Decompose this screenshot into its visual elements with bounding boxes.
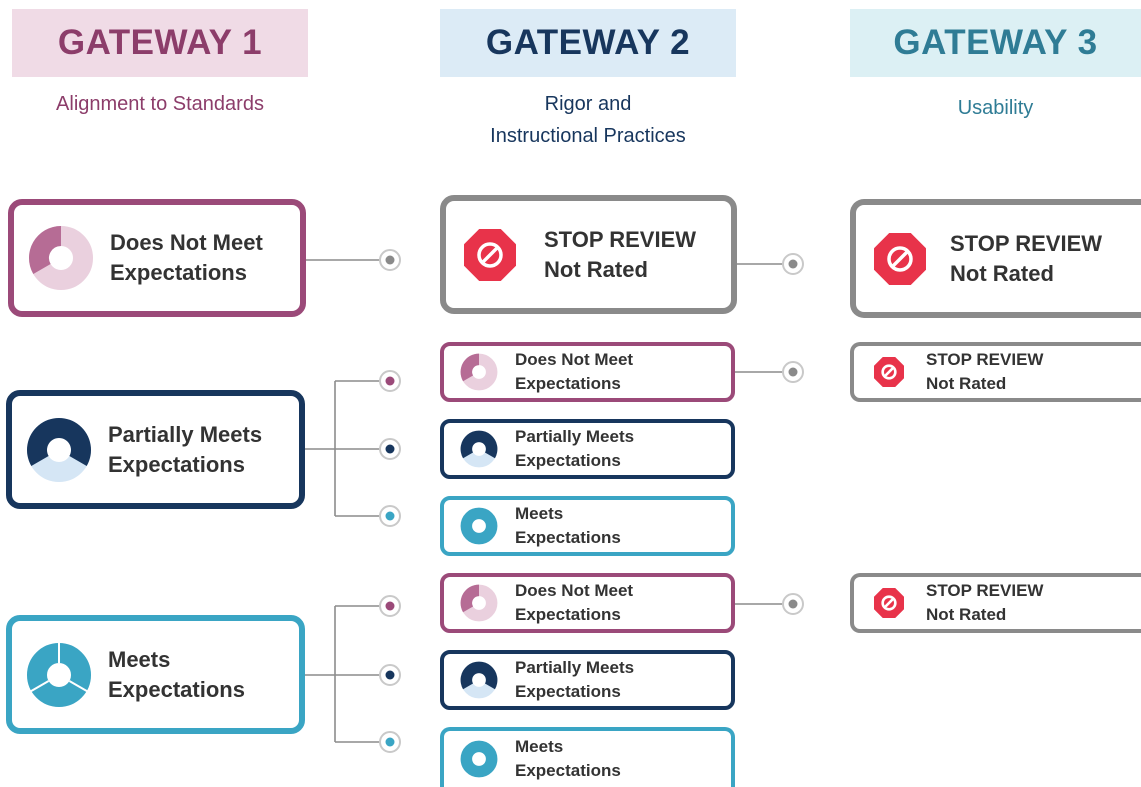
g2-stop-review-box: STOP REVIEW Not Rated <box>440 195 737 314</box>
gateway-3-header: GATEWAY 3 <box>850 9 1141 77</box>
donut-full-icon <box>460 507 498 545</box>
connector-dot-gray <box>782 593 804 615</box>
connector-dot-navy <box>379 664 401 686</box>
connector-dot-teal <box>379 731 401 753</box>
g1-does-not-meet-box: Does Not Meet Expectations <box>8 199 306 317</box>
connector-dot-gray <box>782 253 804 275</box>
g3-stop-review-box-large: STOP REVIEW Not Rated <box>850 199 1141 318</box>
g1-partially-meets-box: Partially Meets Expectations <box>6 390 305 509</box>
stop-sign-icon <box>874 588 904 618</box>
donut-one-third-icon <box>29 226 93 290</box>
connector-dot-gray <box>782 361 804 383</box>
gateway-2-title: GATEWAY 2 <box>485 23 691 62</box>
g2-b-partially-meets-box: Partially Meets Expectations <box>440 650 735 710</box>
gateway-3-title: GATEWAY 3 <box>893 23 1098 62</box>
g1-meets-box: Meets Expectations <box>6 615 305 734</box>
g2-a-meets-box: Meets Expectations <box>440 496 735 556</box>
gateway-1-header: GATEWAY 1 <box>12 9 308 77</box>
gateway-2-header: GATEWAY 2 <box>440 9 736 77</box>
connector-dot-plum <box>379 370 401 392</box>
stop-sign-icon <box>874 232 926 285</box>
donut-one-third-icon <box>460 353 498 391</box>
donut-two-thirds-icon <box>460 661 498 699</box>
donut-full-icon <box>27 641 91 707</box>
gateway-1-title: GATEWAY 1 <box>57 23 263 62</box>
g3-stop-review-box-b: STOP REVIEW Not Rated <box>850 573 1141 633</box>
donut-one-third-icon <box>460 584 498 622</box>
connector-dot-teal <box>379 505 401 527</box>
g2-a-partially-meets-box: Partially Meets Expectations <box>440 419 735 479</box>
donut-two-thirds-icon <box>27 417 91 482</box>
donut-two-thirds-icon <box>460 430 498 468</box>
connector-dot-gray <box>379 249 401 271</box>
g2-a-does-not-meet-box: Does Not Meet Expectations <box>440 342 735 402</box>
connector-dot-plum <box>379 595 401 617</box>
g3-stop-review-box-a: STOP REVIEW Not Rated <box>850 342 1141 402</box>
connector-dot-navy <box>379 438 401 460</box>
gateway-2-subtitle: Rigor and Instructional Practices <box>490 93 686 147</box>
stop-sign-icon <box>874 357 904 387</box>
g2-b-does-not-meet-box: Does Not Meet Expectations <box>440 573 735 633</box>
gateway-1-subtitle: Alignment to Standards <box>56 93 264 115</box>
stop-sign-icon <box>464 228 516 281</box>
gateway-3-subtitle: Usability <box>957 97 1034 119</box>
g2-b-meets-box: Meets Expectations <box>440 727 735 787</box>
donut-full-icon <box>460 740 498 778</box>
